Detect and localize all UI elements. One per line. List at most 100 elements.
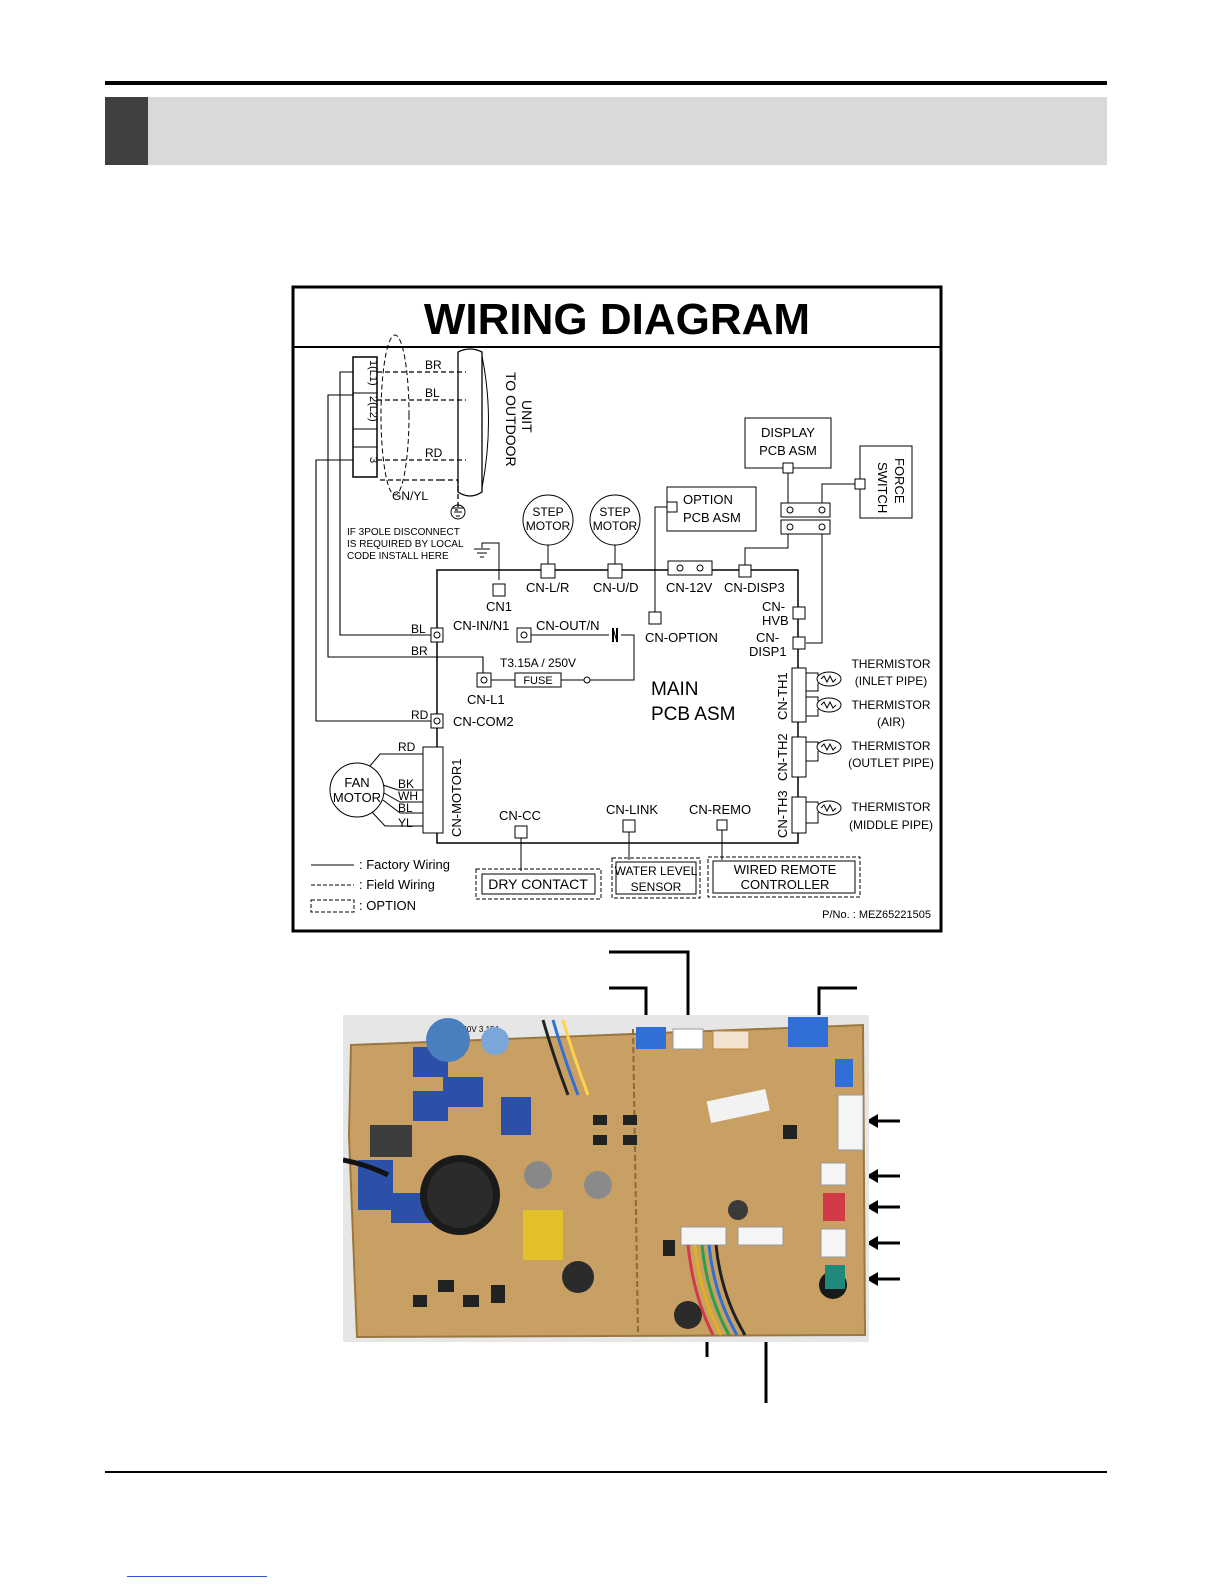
cn-cc-label: CN-CC (499, 808, 541, 823)
cn-th1-label: CN-TH1 (775, 672, 790, 720)
main-pcb-label-2: PCB ASM (651, 704, 735, 725)
switch-symbol (612, 627, 618, 643)
fan-wire-yl: YL (398, 816, 413, 830)
cn-12v-label: CN-12V (666, 580, 713, 595)
section-header-marker (105, 97, 148, 165)
wire-rd: RD (425, 446, 443, 460)
option-pcb-box (666, 486, 757, 532)
wired-remote-label-1: WIRED REMOTE (734, 862, 837, 877)
option-pcb-label-1: OPTION (683, 492, 733, 507)
option-pcb-label-2: PCB ASM (683, 510, 741, 525)
display-pcb-label-2: PCB ASM (759, 443, 817, 458)
water-level-label-1: WATER LEVEL (615, 864, 698, 878)
connector-blue-1 (636, 1027, 666, 1049)
disconnect-note-1: IF 3POLE DISCONNECT (347, 527, 460, 538)
cn-disp3-label: CN-DISP3 (724, 580, 785, 595)
pcb-wire-rd: RD (411, 708, 429, 722)
disconnect-ellipse (380, 334, 410, 496)
cn-remo-label: CN-REMO (689, 802, 751, 817)
part-number: P/No. : MEZ65221505 (822, 909, 931, 921)
legend-field: : Field Wiring (359, 877, 435, 892)
cn-th2-label: CN-TH2 (775, 733, 790, 781)
legend-factory: : Factory Wiring (359, 857, 450, 872)
pcb-photo: 250V 3.15A (343, 1015, 869, 1342)
connector-white-top (672, 1028, 704, 1050)
svg-text:STEP: STEP (532, 505, 563, 519)
connector-motor (680, 1226, 727, 1246)
cn-hvb-label-2: HVB (762, 613, 789, 628)
dry-contact-option (475, 868, 602, 900)
thermistor-4-name: THERMISTOR (851, 800, 930, 814)
svg-text:MOTOR: MOTOR (593, 519, 638, 533)
fuse-rating: T3.15A / 250V (500, 656, 576, 670)
fuse-label: FUSE (523, 675, 552, 687)
cn-th2-connector (791, 736, 807, 778)
cn-12v-connector (667, 560, 713, 576)
pcb-wires (343, 1019, 747, 1336)
water-level-label-2: SENSOR (631, 880, 682, 894)
disconnect-note-3: CODE INSTALL HERE (347, 551, 449, 562)
thermistor-inlet-pipe-icon (816, 671, 842, 687)
cn-th3-label: CN-TH3 (775, 790, 790, 838)
pcb-small-parts (413, 1115, 797, 1307)
cn-hvb-label-1: CN- (762, 599, 785, 614)
cn-disp1-label-2: DISP1 (749, 644, 787, 659)
cn-out-n-label: CN-OUT/N (536, 618, 600, 633)
connector-link (737, 1226, 784, 1246)
footer-link-underline[interactable] (127, 1576, 267, 1577)
thermistor-air-icon (816, 697, 842, 713)
wired-remote-label-2: CONTROLLER (741, 877, 830, 892)
wired-remote-option (707, 856, 861, 898)
connector-blue-2 (788, 1017, 828, 1047)
display-connector-pair (780, 502, 831, 535)
cn-motor1-connector (422, 746, 444, 834)
fan-wire-wh: WH (398, 789, 418, 803)
fan-wire-rd: RD (398, 740, 416, 754)
water-level-option (611, 857, 701, 899)
wiring-diagram-title: WIRING DIAGRAM (424, 295, 810, 344)
thermistor-outlet-pipe-icon (816, 739, 842, 755)
pcb-label-sticker (706, 1088, 770, 1123)
factory-wiring (315, 371, 484, 722)
bottom-rule (105, 1471, 1107, 1473)
svg-text:MOTOR: MOTOR (526, 519, 571, 533)
svg-text:STEP: STEP (599, 505, 630, 519)
cn1-label: CN1 (486, 599, 512, 614)
pcb-connectors (636, 1017, 864, 1289)
terminal-3: 3 (367, 457, 379, 463)
to-outdoor-line2: UNIT (519, 400, 535, 433)
terminal-block: 1(L1) 2(L2) 3 (352, 356, 379, 478)
display-pcb-label-1: DISPLAY (761, 425, 815, 440)
force-switch-box (859, 445, 913, 519)
wiring-diagram: WIRING DIAGRAM 1(L1) 2(L2) 3 BR BL RD GN… (291, 285, 943, 933)
disconnect-note-2: IS REQUIRED BY LOCAL (347, 539, 464, 550)
wire-br: BR (425, 358, 442, 372)
thermistor-2-where: (AIR) (877, 715, 905, 729)
cn-th3-connector (791, 796, 807, 834)
thermistor-1-where: (INLET PIPE) (855, 674, 927, 688)
cn-option-label: CN-OPTION (645, 630, 718, 645)
cn-ud-label: CN-U/D (593, 580, 639, 595)
display-pcb-box (744, 417, 832, 469)
connector-white-2 (820, 1162, 847, 1186)
wire-bl: BL (425, 386, 440, 400)
pcb-transformer (523, 1210, 563, 1260)
to-outdoor-line1: TO OUTDOOR (503, 372, 519, 467)
connector-red (823, 1193, 845, 1221)
thermistor-3-name: THERMISTOR (851, 739, 930, 753)
pcb-wire-br: BR (411, 644, 428, 658)
fan-wire-bk: BK (398, 777, 414, 791)
force-switch-label-1: FORCE (892, 458, 907, 504)
thermistor-1-name: THERMISTOR (851, 657, 930, 671)
thermistor-3-where: (OUTLET PIPE) (848, 756, 934, 770)
connector-th1 (837, 1094, 864, 1151)
cn-th1-connector (791, 667, 807, 723)
field-wiring (377, 371, 466, 511)
thermistor-middle-pipe-icon (816, 800, 842, 816)
thermistor-4-where: (MIDDLE PIPE) (849, 818, 933, 832)
fan-motor-label-2: MOTOR (333, 790, 381, 805)
connector-white-3 (820, 1228, 847, 1258)
pcb-silkscreen: 250V 3.15A (458, 1025, 500, 1034)
connector-teal (825, 1265, 845, 1289)
cn-link-label: CN-LINK (606, 802, 658, 817)
